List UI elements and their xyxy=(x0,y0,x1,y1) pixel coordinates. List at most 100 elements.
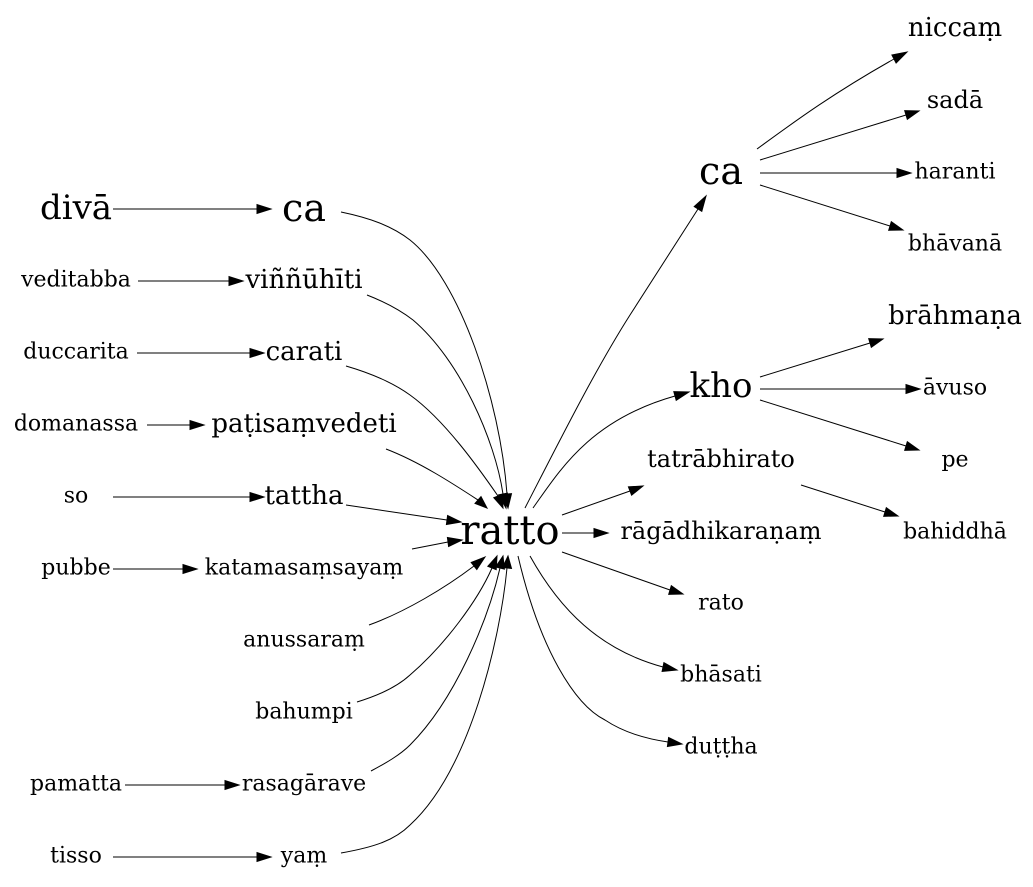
edge-line xyxy=(561,551,671,591)
arrowhead-icon xyxy=(249,347,266,359)
node-duccarita: duccarita xyxy=(23,340,129,365)
edge-duccarita-to-carati xyxy=(137,347,266,359)
arrowhead-icon xyxy=(627,485,645,497)
arrowhead-icon xyxy=(673,391,691,402)
edge-ratto-to-kho xyxy=(532,391,691,509)
edge-ratto-to-ragadhikaranam xyxy=(562,527,610,539)
arrowhead-icon xyxy=(470,555,487,571)
edge-tisso-to-yam xyxy=(113,851,273,863)
node-bahiddha: bahiddhā xyxy=(903,520,1007,545)
node-bahumpi: bahumpi xyxy=(255,700,353,725)
edges-layer xyxy=(113,51,922,863)
edge-line xyxy=(411,541,449,550)
edge-ratto-to-rato xyxy=(561,551,685,595)
node-bhasati: bhāsati xyxy=(680,663,762,688)
edge-line xyxy=(385,448,479,501)
edge-ca_right-to-bhavana xyxy=(759,184,905,231)
edge-ca_left-to-ratto xyxy=(340,211,513,510)
arrowhead-icon xyxy=(668,584,685,595)
edge-line xyxy=(356,567,493,703)
edge-line xyxy=(759,342,871,378)
arrowhead-icon xyxy=(666,736,684,748)
arrowhead-icon xyxy=(474,495,489,509)
arrowhead-icon xyxy=(904,440,921,451)
node-veditabba: veditabba xyxy=(20,268,131,293)
edge-ca_right-to-haranti xyxy=(760,167,913,179)
node-niccam: niccaṃ xyxy=(908,13,1002,43)
node-domanassa: domanassa xyxy=(14,412,138,437)
arrowhead-icon xyxy=(256,203,273,215)
edge-line xyxy=(561,490,631,516)
edge-line xyxy=(800,484,886,513)
node-carati: carati xyxy=(266,337,343,367)
edge-ratto-to-duttha xyxy=(517,555,684,748)
edge-line xyxy=(524,208,699,509)
edge-tattha-to-ratto xyxy=(345,504,463,526)
arrowhead-icon xyxy=(593,527,610,539)
node-rasagarave: rasagārave xyxy=(242,772,366,797)
edge-domanassa-to-patisamvedeti xyxy=(147,419,206,431)
arrowhead-icon xyxy=(891,51,909,64)
edge-bahumpi-to-ratto xyxy=(356,554,498,703)
node-ragadhikaranam: rāgādhikaraṇaṃ xyxy=(620,517,821,545)
node-sada: sadā xyxy=(927,86,983,114)
edge-vinnuhiti-to-ratto xyxy=(366,294,508,510)
edge-ca_right-to-sada xyxy=(759,110,921,161)
node-bhavana: bhāvanā xyxy=(908,232,1002,257)
edge-ratto-to-bhasati xyxy=(529,555,679,672)
edge-line xyxy=(345,504,448,521)
edge-anussaram-to-ratto xyxy=(368,555,487,626)
edge-carati-to-ratto xyxy=(345,365,504,510)
node-pamatta: pamatta xyxy=(30,772,122,797)
edge-ca_right-to-niccam xyxy=(756,51,909,150)
edge-line xyxy=(340,567,508,854)
edge-tatrabhirato-to-bahiddha xyxy=(800,484,900,517)
edge-katamasamsayam-to-ratto xyxy=(411,536,464,550)
edge-kho-to-brahmana xyxy=(759,338,885,378)
edge-diva-to-ca_left xyxy=(113,203,273,215)
edge-patisamvedeti-to-ratto xyxy=(385,448,489,509)
node-vinnuhiti: viññūhīti xyxy=(244,265,362,295)
edge-line xyxy=(340,211,508,495)
edge-ratto-to-ca_right xyxy=(524,194,707,509)
edge-pubbe-to-katamasamsayam xyxy=(113,563,199,575)
arrowhead-icon xyxy=(868,338,885,349)
node-haranti: haranti xyxy=(915,160,996,185)
edge-line xyxy=(529,555,664,668)
arrowhead-icon xyxy=(896,167,913,179)
node-kho: kho xyxy=(690,366,753,406)
arrowhead-icon xyxy=(492,493,504,510)
arrowhead-icon xyxy=(905,383,922,395)
edge-line xyxy=(759,184,891,227)
edge-kho-to-pe xyxy=(759,399,921,451)
node-tisso: tisso xyxy=(50,844,102,869)
node-ca_left: ca xyxy=(282,186,326,230)
node-rato: rato xyxy=(698,591,744,616)
arrowhead-icon xyxy=(182,563,199,575)
node-ca_right: ca xyxy=(699,149,743,193)
node-diva: divā xyxy=(40,188,112,228)
edge-line xyxy=(759,399,907,447)
arrowhead-icon xyxy=(446,536,464,548)
node-anussaram: anussaraṃ xyxy=(243,628,365,653)
arrowhead-icon xyxy=(249,491,266,503)
edge-line xyxy=(532,395,676,509)
node-tatrabhirato: tatrābhirato xyxy=(647,445,795,473)
arrowhead-icon xyxy=(189,419,206,431)
node-so: so xyxy=(64,484,89,509)
edge-rasagarave-to-ratto xyxy=(370,554,505,772)
arrowhead-icon xyxy=(494,554,505,570)
node-ratto: ratto xyxy=(460,508,559,554)
node-katamasamsayam: katamasaṃsayaṃ xyxy=(205,556,404,581)
arrowhead-icon xyxy=(883,506,900,517)
edge-line xyxy=(756,58,895,150)
edge-ratto-to-tatrabhirato xyxy=(561,485,645,516)
edge-line xyxy=(366,294,504,495)
arrowhead-icon xyxy=(501,554,513,569)
edge-pamatta-to-rasagarave xyxy=(125,779,241,791)
node-yam: yaṃ xyxy=(280,844,328,869)
arrowhead-icon xyxy=(693,194,707,213)
arrowhead-icon xyxy=(888,220,905,231)
edge-line xyxy=(759,114,907,161)
